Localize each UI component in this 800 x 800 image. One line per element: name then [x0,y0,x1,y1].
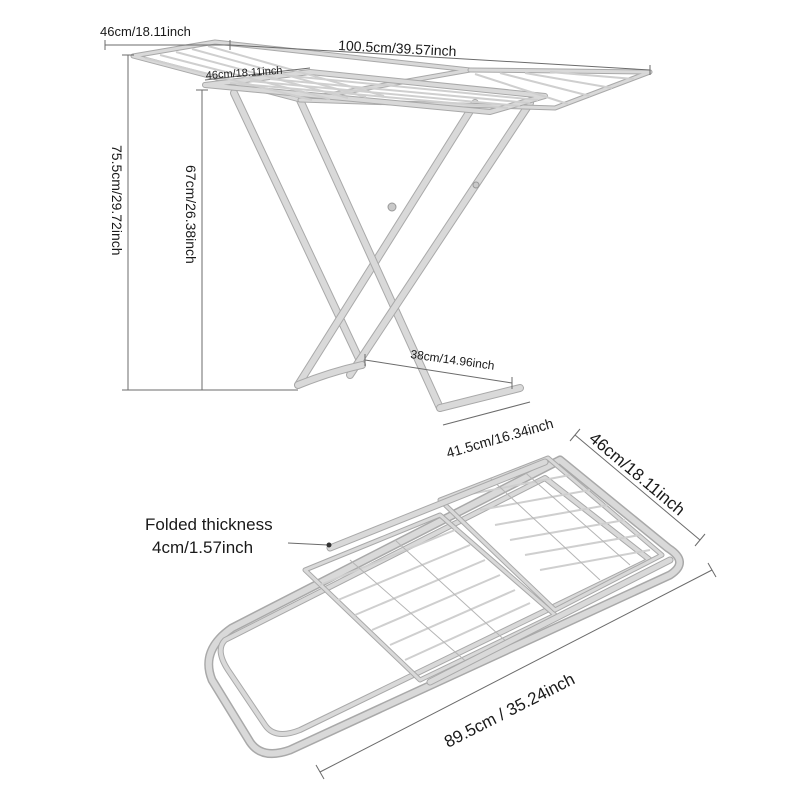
label-top-width-left: 46cm/18.11inch [100,24,191,39]
label-base-width-outer: 41.5cm/16.34inch [444,415,555,461]
unfolded-rack [104,39,653,426]
label-top-width-inner: 46cm/18.11inch [205,65,283,82]
top-wires [144,45,635,109]
label-folded-length: 89.5cm / 35.24inch [441,669,578,751]
dimension-lines-top [104,40,651,426]
label-top-length: 100.5cm/39.57inch [338,37,457,59]
folded-rack [204,428,717,780]
label-folded-thickness-title: Folded thickness [145,515,273,534]
rack-top [130,39,653,115]
dimension-lines-folded [287,428,717,780]
label-total-height: 75.5cm/29.72inch [109,145,125,256]
label-inner-height: 67cm/26.38inch [183,165,199,264]
rack-legs [230,89,534,412]
label-folded-thickness-value: 4cm/1.57inch [152,538,253,557]
folded-wires [319,467,651,666]
